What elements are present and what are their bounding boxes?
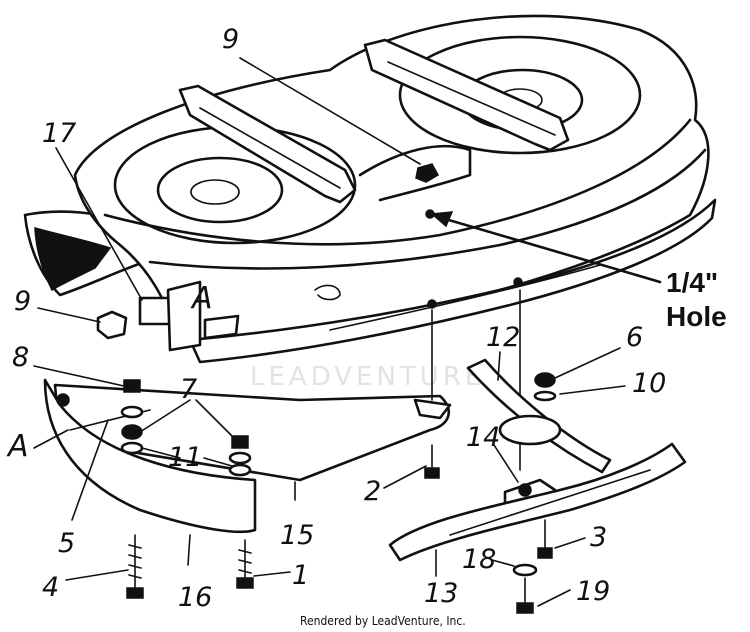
left-bracket	[178, 84, 357, 204]
washer-10	[533, 390, 557, 402]
blade-assembly	[388, 289, 687, 614]
bolt-3	[537, 519, 553, 559]
bolt-4	[126, 534, 144, 599]
callout-3: 3	[590, 522, 607, 553]
right-bracket	[363, 38, 570, 152]
hole-note-size: 1/4"	[666, 267, 718, 298]
baffle-plate	[53, 383, 450, 482]
deck-skirt	[188, 198, 717, 364]
hole-note-label: Hole	[666, 301, 727, 332]
callout-8: 8	[12, 342, 29, 373]
bolt-2	[424, 444, 440, 479]
deck-nut-9	[415, 163, 440, 183]
callout-9-top: 9	[222, 24, 239, 55]
section-mark-a-lower: A	[6, 429, 29, 464]
bolt-19	[516, 577, 534, 614]
baffle-assembly	[43, 378, 450, 599]
callout-18: 18	[462, 544, 496, 575]
callout-14: 14	[466, 422, 500, 453]
chute-shadow	[34, 226, 112, 292]
callout-15: 15	[280, 520, 314, 551]
lower-blade-13	[388, 442, 687, 562]
callout-12: 12	[486, 322, 520, 353]
callouts: 9 17 9 8 7 11 5 15 16 4 1 2 12 6 10 14 3…	[6, 24, 666, 613]
bolt-1	[236, 539, 254, 589]
callout-9-left: 9	[14, 286, 31, 317]
callout-7: 7	[180, 374, 197, 405]
deck-housing	[23, 14, 717, 364]
right-spindle-recess	[398, 35, 642, 155]
callout-5: 5	[58, 528, 75, 559]
callout-1: 1	[292, 560, 309, 591]
section-mark-a-upper: A	[190, 281, 213, 316]
callout-11: 11	[168, 442, 202, 473]
callout-4: 4	[42, 572, 59, 603]
hole-arrow	[440, 216, 662, 284]
callout-2: 2	[364, 476, 381, 507]
wing-nut-9	[96, 310, 128, 340]
callout-16: 16	[178, 582, 212, 613]
callout-13: 13	[424, 578, 458, 609]
callout-6: 6	[626, 322, 643, 353]
hardware-7-8-11	[120, 379, 252, 477]
callout-10: 10	[632, 368, 666, 399]
nut-6	[534, 372, 556, 388]
footer-credit: Rendered by LeadVenture, Inc.	[300, 614, 466, 628]
leader-lines	[33, 57, 662, 607]
callout-19: 19	[576, 576, 610, 607]
watermark: LEADVENTURE	[250, 362, 485, 392]
side-bracket-17	[138, 296, 172, 326]
washer-18	[512, 563, 538, 577]
callout-17: 17	[42, 118, 76, 149]
